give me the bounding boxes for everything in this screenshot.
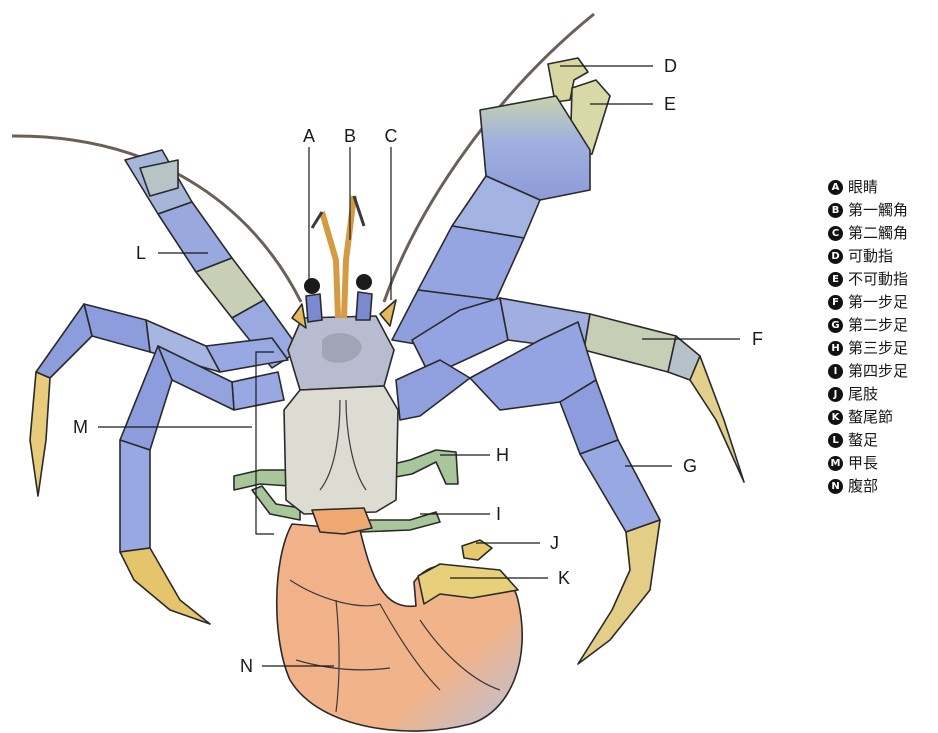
legend-item-e: E 不可動指 xyxy=(828,268,908,291)
callout-label-m: M xyxy=(73,417,88,437)
legend-text-a: 眼睛 xyxy=(848,176,878,199)
eye-left xyxy=(304,278,320,294)
legend: A 眼睛 B 第一觸角 C 第二觸角 D 可動指 E 不可動指 F 第一步足 G 第二步足 H… xyxy=(828,176,908,498)
callout-label-l: L xyxy=(136,243,146,263)
callout-label-k: K xyxy=(558,568,570,588)
legend-text-b: 第一觸角 xyxy=(848,199,908,222)
legend-text-n: 腹部 xyxy=(848,475,878,498)
legend-text-j: 尾肢 xyxy=(848,383,878,406)
callout-label-a: A xyxy=(303,126,315,146)
legend-text-f: 第一步足 xyxy=(848,291,908,314)
legend-item-l: L 螯足 xyxy=(828,429,908,452)
callout-label-j: J xyxy=(550,533,559,553)
callout-label-d: D xyxy=(664,56,677,76)
legend-item-k: K 螯尾節 xyxy=(828,406,908,429)
legend-badge-d: D xyxy=(828,249,843,264)
legend-item-g: G 第二步足 xyxy=(828,314,908,337)
legend-badge-c: C xyxy=(828,226,843,241)
legend-badge-b: B xyxy=(828,203,843,218)
eyestalk-left xyxy=(306,294,322,322)
callout-label-i: I xyxy=(496,504,501,524)
legend-text-h: 第三步足 xyxy=(848,337,908,360)
legend-text-g: 第二步足 xyxy=(848,314,908,337)
legend-badge-j: J xyxy=(828,387,843,402)
legend-item-n: N 腹部 xyxy=(828,475,908,498)
eye-right xyxy=(356,274,372,290)
first-antenna-left xyxy=(322,212,338,318)
legend-badge-h: H xyxy=(828,341,843,356)
legend-badge-f: F xyxy=(828,295,843,310)
legend-badge-i: I xyxy=(828,364,843,379)
legend-item-d: D 可動指 xyxy=(828,245,908,268)
legend-badge-k: K xyxy=(828,410,843,425)
carapace xyxy=(284,316,398,534)
legend-text-m: 甲長 xyxy=(848,452,878,475)
eyestalk-right xyxy=(356,292,372,320)
legend-text-d: 可動指 xyxy=(848,245,893,268)
first-antenna-right xyxy=(344,196,354,318)
legend-badge-e: E xyxy=(828,272,843,287)
legend-text-e: 不可動指 xyxy=(848,268,908,291)
legend-item-c: C 第二觸角 xyxy=(828,222,908,245)
legend-text-c: 第二觸角 xyxy=(848,222,908,245)
callout-label-e: E xyxy=(664,94,676,114)
legend-badge-g: G xyxy=(828,318,843,333)
legend-badge-n: N xyxy=(828,479,843,494)
callout-label-c: C xyxy=(385,126,398,146)
abdomen xyxy=(277,524,522,731)
legend-text-i: 第四步足 xyxy=(848,360,908,383)
legend-item-b: B 第一觸角 xyxy=(828,199,908,222)
legend-item-i: I 第四步足 xyxy=(828,360,908,383)
legend-item-m: M 甲長 xyxy=(828,452,908,475)
legend-text-l: 螯足 xyxy=(848,429,878,452)
head xyxy=(292,196,396,328)
legend-badge-l: L xyxy=(828,433,843,448)
left-walking-leg-2 xyxy=(120,346,284,624)
legend-item-j: J 尾肢 xyxy=(828,383,908,406)
legend-item-a: A 眼睛 xyxy=(828,176,908,199)
legend-text-k: 螯尾節 xyxy=(848,406,893,429)
legend-item-f: F 第一步足 xyxy=(828,291,908,314)
legend-item-h: H 第三步足 xyxy=(828,337,908,360)
callout-label-h: H xyxy=(496,445,509,465)
callout-label-n: N xyxy=(240,656,253,676)
legend-badge-m: M xyxy=(828,456,843,471)
callout-label-f: F xyxy=(752,329,763,349)
callout-label-b: B xyxy=(344,126,356,146)
legend-badge-a: A xyxy=(828,180,843,195)
callout-label-g: G xyxy=(683,456,697,476)
